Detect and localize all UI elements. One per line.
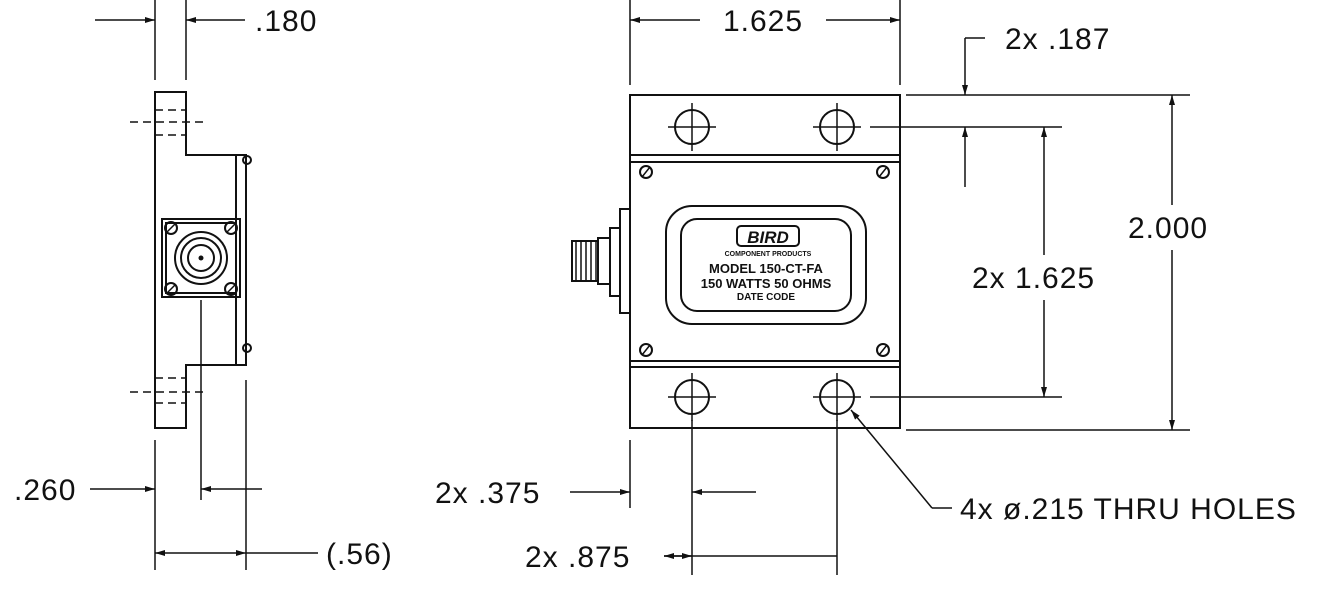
dim-side-thickness: .180 [255,5,317,38]
side-view-outline [154,91,237,429]
mounting-hole [813,103,861,151]
sma-connector-side [571,208,631,314]
dim-side-offset: .260 [14,474,76,507]
label-rating: 150 WATTS 50 OHMS [701,276,832,291]
screw-icon [876,165,890,179]
screw-icon [876,343,890,357]
dim-top-width: 1.625 [723,5,803,38]
hole-callout: 4x ø.215 THRU HOLES [960,493,1297,526]
dim-hole-edge-horizontal: 2x .375 [435,477,540,510]
label-brand: BIRD [747,228,789,247]
dim-side-depth: (.56) [326,538,393,571]
dim-hole-pitch-vertical: 2x 1.625 [972,262,1095,295]
product-label: BIRD COMPONENT PRODUCTS MODEL 150-CT-FA … [665,205,867,325]
dim-hole-pitch-horizontal: 2x .875 [525,541,630,574]
mounting-hole [668,373,716,421]
side-view: .180 .260 (.56) [14,0,393,571]
label-date-code: DATE CODE [737,292,795,303]
mounting-hole [813,373,861,421]
label-tagline: COMPONENT PRODUCTS [725,251,812,258]
dim-height: 2.000 [1128,212,1208,245]
top-view: BIRD COMPONENT PRODUCTS MODEL 150-CT-FA … [435,0,1297,575]
screw-icon [639,343,653,357]
screw-icon [639,165,653,179]
sma-connector-face [161,218,241,298]
label-model: MODEL 150-CT-FA [709,261,824,276]
dim-edge-to-hole: 2x .187 [1005,23,1110,56]
mounting-hole [668,103,716,151]
